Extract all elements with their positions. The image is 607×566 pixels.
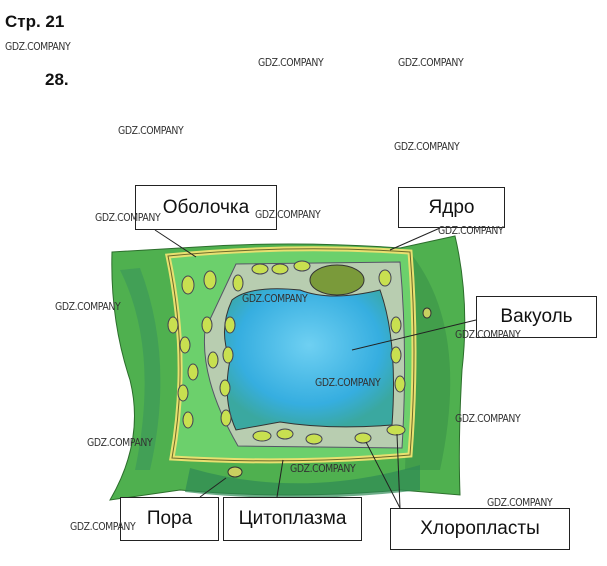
label-vacuole: Вакуоль — [476, 296, 597, 338]
cell-wall-outline — [167, 248, 415, 462]
watermark: GDZ.COMPANY — [290, 462, 356, 475]
label-cytoplasm: Цитоплазма — [223, 497, 362, 541]
watermark: GDZ.COMPANY — [55, 300, 121, 313]
watermark: GDZ.COMPANY — [455, 328, 521, 341]
leader-lines — [154, 227, 477, 509]
chloroplasts — [167, 260, 406, 445]
nucleus — [309, 264, 365, 296]
label-nucleus: Ядро — [398, 187, 505, 228]
leader-line-pore — [199, 477, 227, 498]
watermark: GDZ.COMPANY — [70, 520, 136, 533]
watermark: GDZ.COMPANY — [487, 496, 553, 509]
watermark: GDZ.COMPANY — [95, 211, 161, 224]
page-label: Стр. 21 — [5, 12, 65, 31]
watermark: GDZ.COMPANY — [255, 208, 321, 221]
neighbour-pore — [422, 307, 432, 319]
leader-line-chloroplast-2 — [396, 433, 401, 509]
watermark: GDZ.COMPANY — [258, 56, 324, 69]
watermark: GDZ.COMPANY — [398, 56, 464, 69]
label-pore: Пора — [120, 497, 219, 541]
leader-line-cytoplasm — [276, 459, 284, 498]
leader-line-nucleus — [389, 227, 441, 251]
watermark: GDZ.COMPANY — [5, 40, 71, 53]
leader-line-wall — [154, 229, 197, 258]
label-chloroplasts: Хлоропласты — [390, 508, 570, 550]
watermark: GDZ.COMPANY — [242, 292, 308, 305]
neighbour-cell-shadow-left — [120, 268, 161, 470]
watermark: GDZ.COMPANY — [455, 412, 521, 425]
neighbour-cell-shadow-bottom — [185, 465, 420, 499]
watermark: GDZ.COMPANY — [315, 376, 381, 389]
watermark: GDZ.COMPANY — [118, 124, 184, 137]
neighbour-cell-shadow-right — [405, 255, 451, 470]
vacuole — [224, 288, 394, 431]
watermark: GDZ.COMPANY — [87, 436, 153, 449]
leader-line-vacuole — [351, 319, 477, 351]
watermark: GDZ.COMPANY — [394, 140, 460, 153]
task-number: 28. — [45, 70, 69, 89]
leader-line-chloroplast-1 — [365, 441, 401, 509]
watermark: GDZ.COMPANY — [438, 224, 504, 237]
label-wall: Оболочка — [135, 185, 277, 230]
pore — [227, 466, 243, 478]
